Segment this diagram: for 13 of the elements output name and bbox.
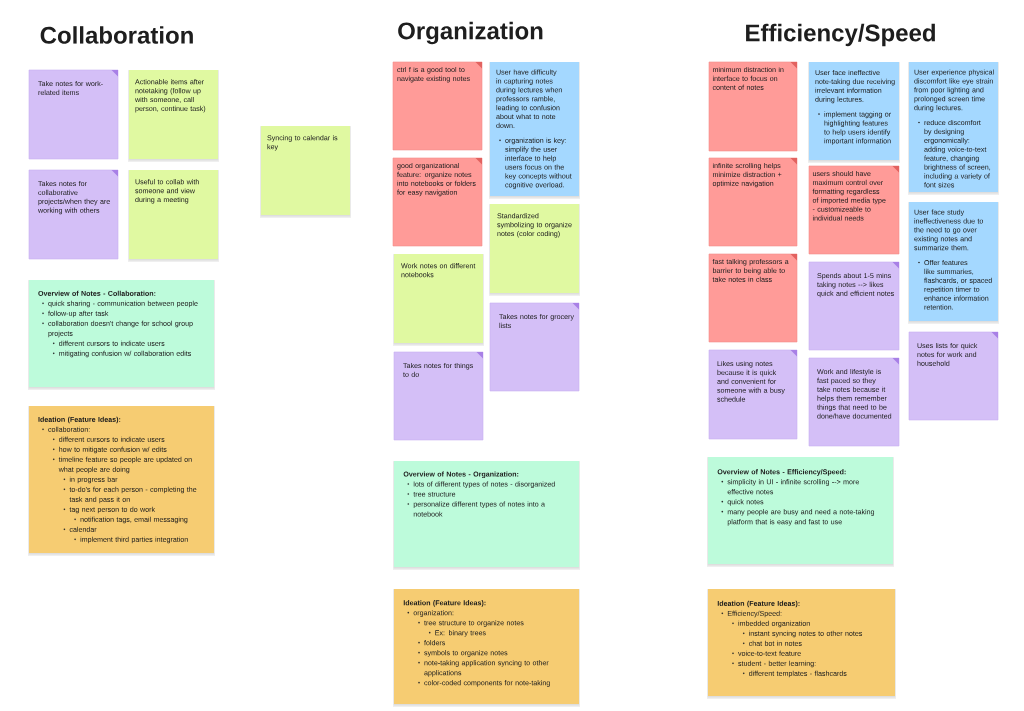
sticky-note [908, 202, 999, 324]
sticky-note [808, 62, 900, 163]
sticky-note [28, 406, 215, 556]
sticky-note [393, 589, 580, 707]
column-heading: Efficiency/Speed [746, 23, 935, 47]
sticky-note [707, 589, 896, 699]
column-heading: Organization [398, 21, 543, 45]
sticky-note [28, 280, 215, 390]
sticky-note [393, 461, 580, 570]
sticky-note [908, 62, 999, 195]
sticky-note [707, 457, 894, 567]
column-heading: Collaboration [40, 26, 193, 44]
sticky-note [489, 62, 580, 199]
